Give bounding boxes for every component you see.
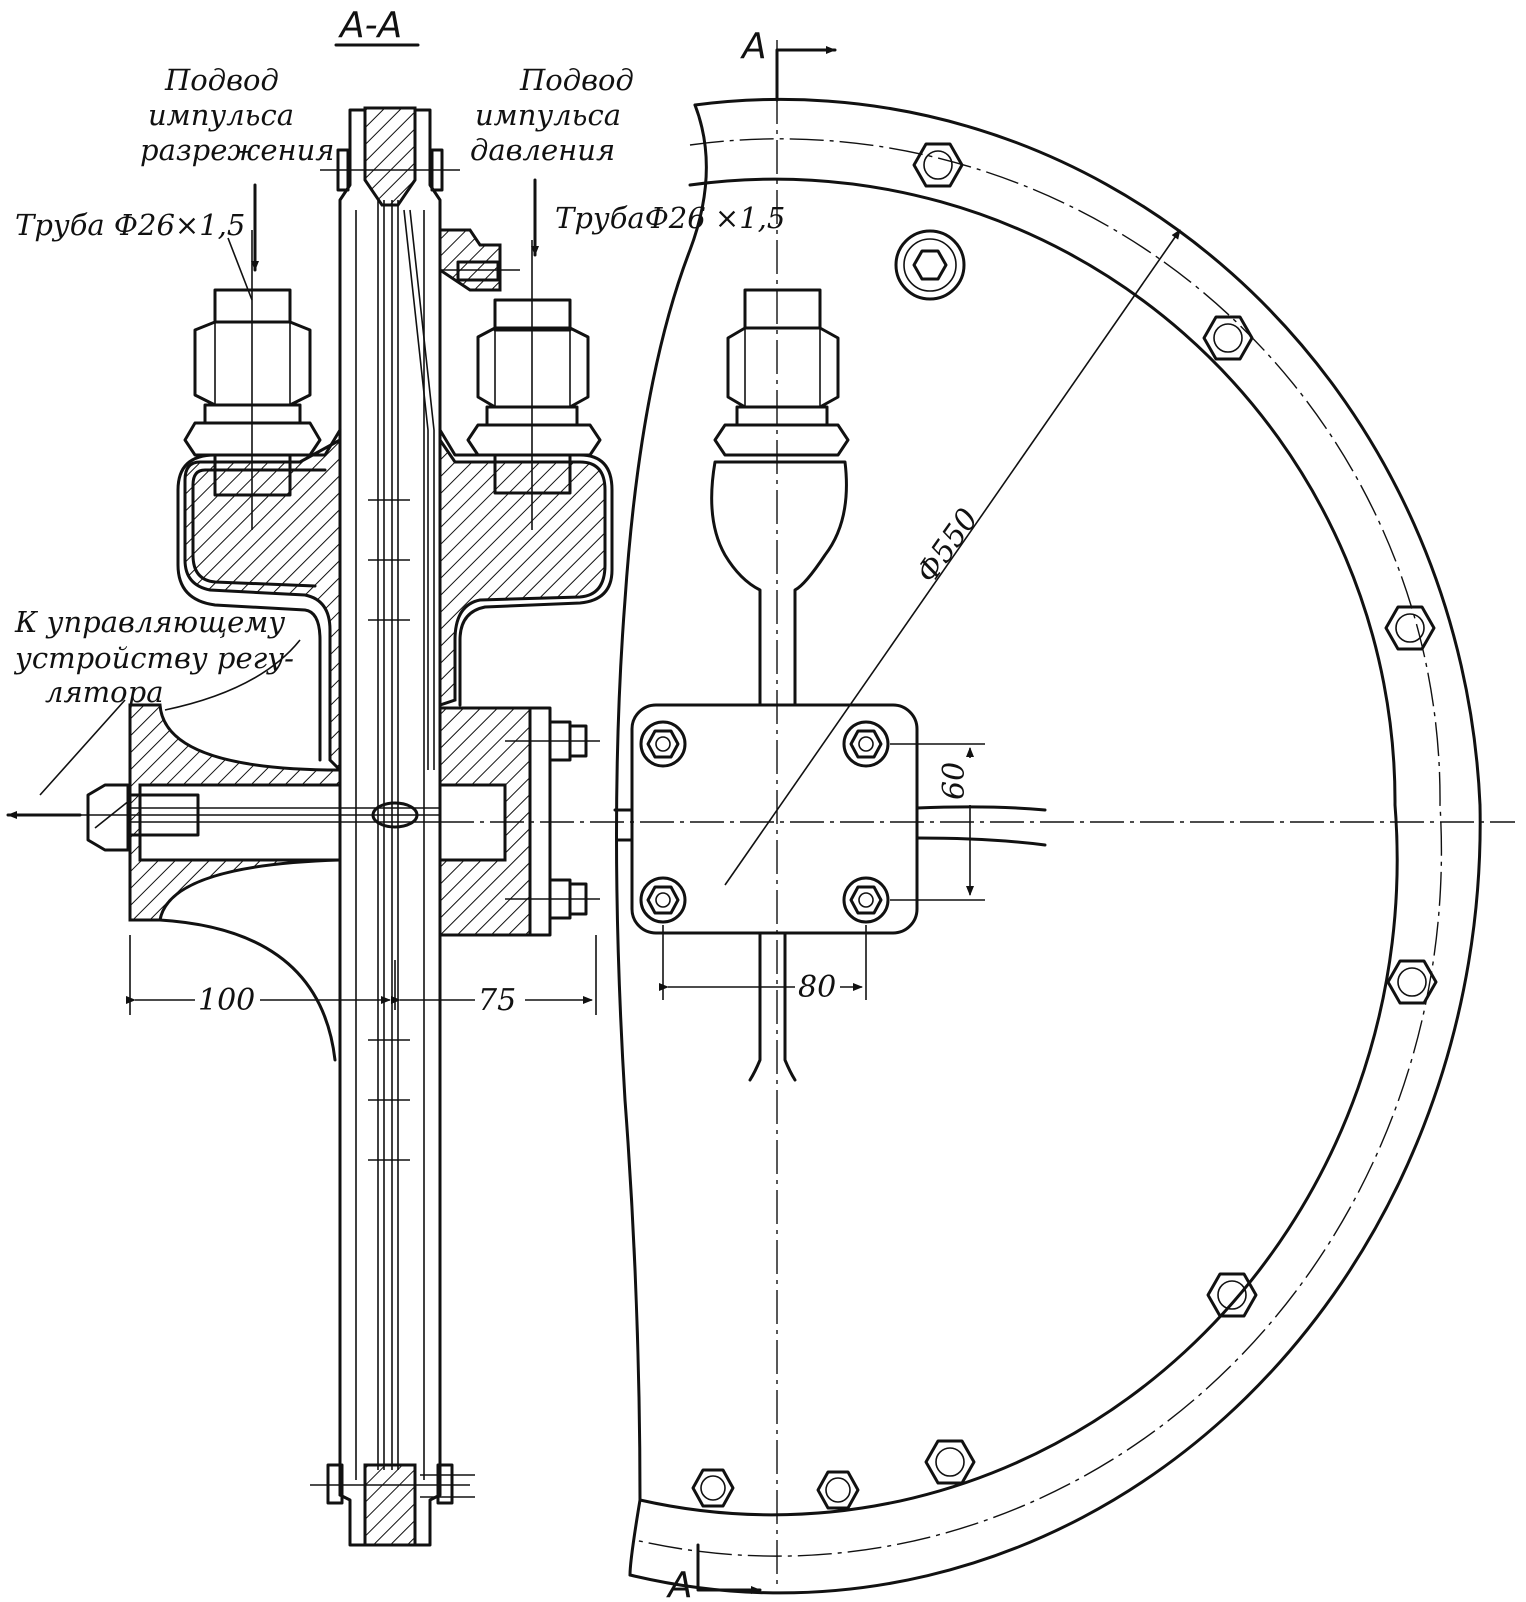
sectional-view [6,106,614,1547]
left-chamber-outline [176,428,342,762]
impulse-pipe-small [438,228,520,292]
label-vacuum-line1: Подвод [164,63,279,97]
section-marker-top: А [740,26,837,102]
flange-bolt [816,1470,860,1510]
mounting-plate [630,703,919,935]
section-mark-top: А [740,26,767,67]
flange-bolt [1386,959,1438,1005]
label-pressure-supply: Подвод импульса давления [470,63,634,257]
dimension-75-text: 75 [478,983,516,1018]
left-chamber-wall [183,437,342,774]
tail-right [783,931,797,1082]
flange-bolt [691,1468,735,1508]
tube-bottom-bolt [310,1463,475,1505]
label-pipe-left: Труба Ф26×1,5 [15,208,253,301]
plate-left-stubs [613,808,634,842]
label-vacuum-supply: Подвод импульса разрежения [140,63,335,272]
lower-curve [158,918,337,1062]
outlet-fitting [6,783,440,852]
bottom-plug [363,1463,417,1547]
tube-inner-walls [355,210,425,1480]
tube-outer [338,108,442,1547]
label-controller-line2: устройству регу- [13,641,294,675]
label-pressure-line3: давления [470,133,615,167]
duct-outer-arc [628,97,1482,1595]
right-chamber-wall [438,435,607,708]
dimension-diameter-text: Ф550 [910,502,986,589]
label-vacuum-line3: разрежения [140,133,335,167]
label-pressure-line2: импульса [475,98,621,132]
tube-pivot [371,801,419,829]
left-fitting [183,230,322,530]
label-controller-line1: К управляющему [14,605,285,639]
right-flange-bolts [505,720,600,920]
label-controller-line3: лятора [45,675,163,709]
flange-bolt [1384,605,1436,651]
label-pipe-right-text: ТрубаФ26 ×1,5 [555,201,785,235]
lower-left-flange [128,703,342,922]
duct-view [440,40,1515,1595]
dimension-75: 75 [391,935,597,1018]
label-pressure-line1: Подвод [519,63,634,97]
section-title-text: А-А [338,5,402,46]
dimension-60-text: 60 [937,762,972,800]
duct-left-edge [615,103,708,1577]
label-to-controller: К управляющему устройству регу- лятора [13,605,301,796]
dimension-80: 80 [659,925,867,1005]
label-vacuum-line2: импульса [148,98,294,132]
right-fitting [466,240,602,530]
top-stud [894,229,966,301]
label-pipe-left-text: Труба Ф26×1,5 [15,208,245,242]
dimension-100-text: 100 [198,983,255,1018]
section-marker-bottom: А [666,1543,762,1602]
duct-inner-arc [638,177,1399,1517]
plate-side-stubs [915,805,1047,847]
section-mark-bottom: А [666,1565,693,1602]
probe-fitting-top [710,288,850,707]
dimension-60: 60 [890,743,985,901]
flange-bolt [912,142,964,188]
flange-bolt [1206,1272,1258,1318]
section-title: А-А [334,5,420,47]
label-pipe-right: ТрубаФ26 ×1,5 [555,201,785,235]
top-plug [363,106,417,207]
dimension-100: 100 [126,935,396,1018]
right-chamber-outline [438,428,614,707]
bolt-circle [634,138,1443,1557]
dimension-80-text: 80 [798,970,836,1005]
flange-bolts [691,142,1438,1510]
tube-top-bolt [320,148,460,192]
left-chamber-inner [191,468,327,588]
flange-bolt [1202,315,1254,361]
rod-ticks [368,499,410,1161]
tail-left [748,931,762,1082]
inner-rods [377,200,435,1470]
flange-bolt [924,1439,976,1485]
